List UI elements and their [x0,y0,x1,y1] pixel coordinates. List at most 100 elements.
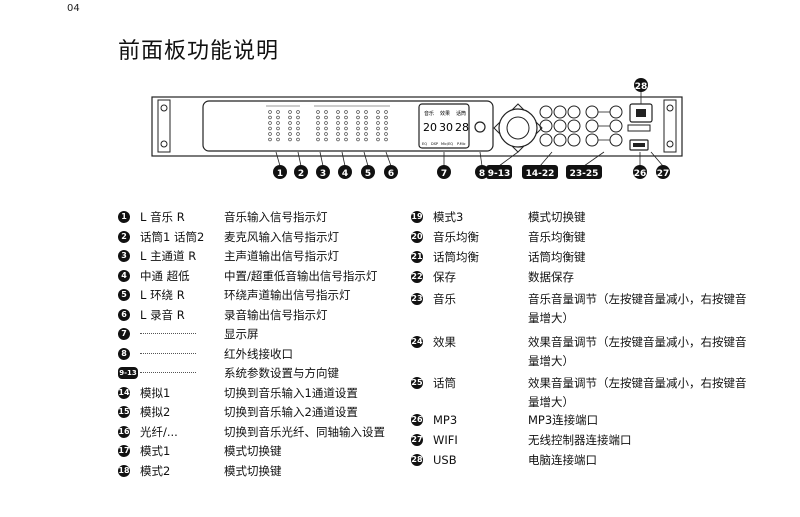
legend-name: 音乐均衡 [433,230,479,244]
rack-ear-left [157,99,171,153]
callout-label: 14-22 [526,169,555,179]
led-indicator [276,126,280,131]
legend-description: 音乐音量调节（左按键音量减小，右按键音量增大） [528,292,747,325]
led-indicator [316,132,320,136]
legend-description: 话筒均衡键 [528,250,586,264]
legend-name: WIFI [433,433,458,447]
display-footer: DSP [431,142,438,146]
page-number: 04 [67,3,80,14]
volume-up-button [609,105,623,119]
callout-badge [634,78,648,92]
led-indicator [316,110,320,114]
display-header: 效果 [440,110,450,117]
led-indicator [324,115,328,120]
led-indicator [364,137,368,142]
legend-description: 模式切换键 [224,444,282,458]
legend-description: 效果音量调节（左按键音量减小，右按键音量增大） [528,335,747,368]
volume-up-button [609,133,623,147]
led-indicator [268,115,272,120]
legend-number-badge: 22 [411,271,423,283]
legend-name: 保存 [433,270,456,284]
legend-name: 模式3 [433,210,464,224]
keypad-center-button [506,116,530,140]
legend-number-badge: 20 [411,231,423,243]
legend-description: 显示屏 [224,327,259,341]
legend-number-badge: 9-13 [118,367,138,379]
function-button [553,105,567,119]
led-indicator [276,137,280,142]
callout-badge [384,165,398,179]
callout-label: 26 [634,169,647,179]
callout-badge [437,165,451,179]
legend-name: L 音乐 R [140,210,185,224]
led-indicator [336,137,340,142]
legend-number-badge: 21 [411,251,423,263]
legend-number-badge: 8 [118,347,130,360]
legend-description: 录音输出信号指示灯 [224,307,328,322]
display-value: 28 [455,121,469,134]
legend-description: 主声道输出信号指示灯 [224,249,339,263]
function-button [567,119,581,133]
led-indicator [356,121,360,125]
rack-screw [160,104,168,112]
callout-label: 4 [342,169,348,179]
mp3-port [629,139,649,151]
rack-ear-right [663,99,677,153]
function-button [567,105,581,119]
wifi-port [627,124,651,132]
legend-name: 模拟2 [140,405,171,419]
led-indicator [356,132,360,136]
legend-number-badge: 14 [118,386,130,399]
led-indicator [296,115,300,120]
led-indicator [364,110,368,114]
led-indicator [364,115,368,120]
volume-button-group [585,105,623,147]
legend-description: 模式切换键 [528,210,586,224]
led-indicator [376,137,380,142]
legend-number-badge: 27 [411,434,423,446]
led-indicator [268,110,272,114]
led-indicator [296,121,300,125]
legend-number-badge: 19 [411,211,423,223]
callout-leaders [275,91,664,167]
led-indicator [356,126,360,131]
led-indicator [384,115,388,120]
legend-number-badge: 5 [118,289,130,301]
callout-badge [294,165,308,179]
led-indicator [276,115,280,120]
legend-name: L 环绕 R [140,288,185,302]
led-indicator [344,132,348,136]
callout-badge [475,165,489,179]
led-indicator [324,121,328,125]
led-indicator [324,132,328,136]
legend-number-badge: 23 [411,293,423,305]
led-indicator [324,126,328,131]
display-footer: Mic/EQ [441,142,453,146]
legend-description: 音乐均衡键 [528,230,586,244]
legend-description: 环绕声道输出信号指示灯 [224,288,351,302]
legend-description: 红外线接收口 [224,346,293,361]
led-indicator [288,110,292,114]
callout-label: 27 [657,169,670,179]
led-indicator [276,121,280,125]
led-indicator [384,110,388,114]
led-indicator [384,137,388,142]
led-indicator [344,121,348,125]
callout-label: 3 [320,169,326,179]
callout-badge [486,165,512,179]
legend-description: 音乐输入信号指示灯 [224,210,328,224]
led-indicator [356,115,360,120]
callout-badge [633,165,647,179]
legend-number-badge: 17 [118,445,130,457]
led-indicator [344,110,348,114]
callout-badge [273,165,287,179]
function-button [553,119,567,133]
led-indicator [268,137,272,142]
legend-number-badge: 24 [411,336,423,348]
legend-name: 效果 [433,335,456,349]
legend-dotted-line [140,333,196,334]
callout-badge [566,165,602,179]
led-indicator [364,121,368,125]
legend-description: 中置/超重低音输出信号指示灯 [224,268,378,283]
display-value: 20 [423,121,437,134]
